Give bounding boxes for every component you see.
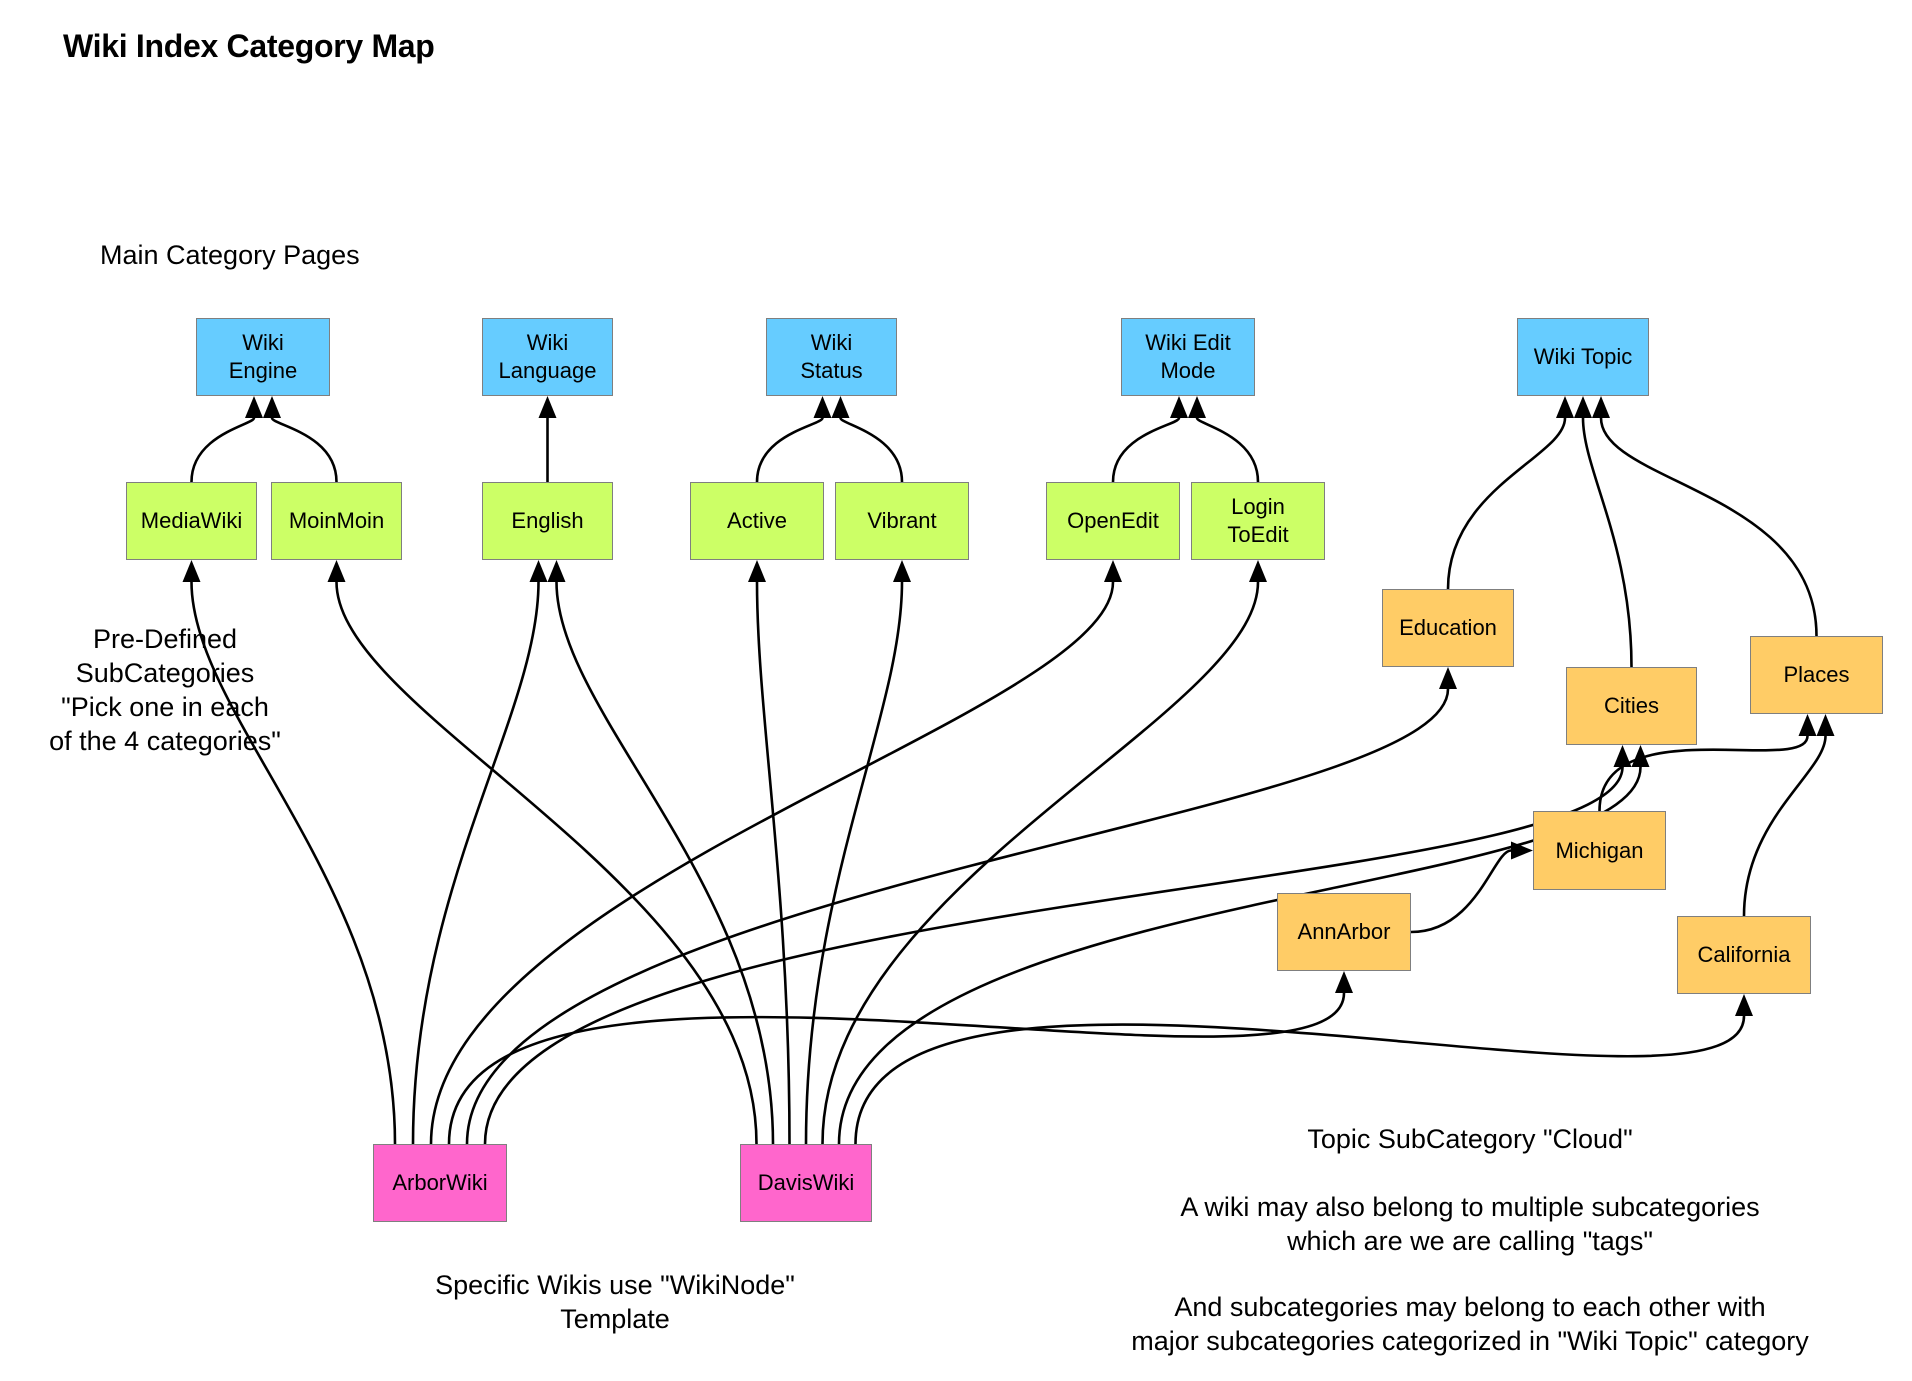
specific-wikis-label: Specific Wikis use "WikiNode" Template [435, 1270, 795, 1334]
category-wiki-engine[interactable]: Wiki Engine [196, 318, 330, 396]
edge-education-to-wiki_topic [1446, 417, 1567, 590]
arrowhead-icon [1188, 396, 1206, 418]
edge-arborwiki-to-education [465, 688, 1450, 1145]
topic-cities[interactable]: Cities [1566, 667, 1697, 745]
arrowhead-icon [1556, 396, 1574, 418]
edge-arborwiki-to-mediawiki [190, 581, 397, 1145]
diagram-title: Wiki Index Category Map [63, 28, 435, 64]
topic-places[interactable]: Places [1750, 636, 1883, 714]
arrowhead-icon [529, 560, 548, 582]
edge-mediawiki-to-wiki_engine [190, 416, 256, 483]
edge-annarbor-to-michigan [1410, 849, 1512, 934]
arrowhead-icon [1249, 560, 1267, 582]
arrowhead-icon [1798, 714, 1817, 736]
arrowhead-icon [547, 560, 566, 582]
category-wiki-status[interactable]: Wiki Status [766, 318, 897, 396]
predefined-subcategories-label: Pre-Defined SubCategories "Pick one in e… [49, 624, 281, 756]
subcategory-english[interactable]: English [482, 482, 613, 560]
category-wiki-edit-mode[interactable]: Wiki Edit Mode [1121, 318, 1255, 396]
edge-logintoedit-to-wiki_edit_mode [1195, 417, 1260, 483]
edge-daviswiki-to-active [755, 581, 791, 1145]
edge-daviswiki-to-logintoedit [821, 581, 1260, 1145]
arrowhead-icon [1631, 745, 1650, 767]
arrowhead-icon [813, 396, 832, 418]
wiki-daviswiki[interactable]: DavisWiki [740, 1144, 872, 1222]
arrowhead-icon [1592, 396, 1610, 418]
edge-places-to-wiki_topic [1599, 417, 1818, 637]
edge-arborwiki-to-english [411, 581, 540, 1145]
topic-california[interactable]: California [1677, 916, 1811, 994]
edge-daviswiki-to-vibrant [804, 581, 904, 1145]
subcategory-moinmoin[interactable]: MoinMoin [271, 482, 402, 560]
topic-michigan[interactable]: Michigan [1533, 811, 1666, 890]
edge-openedit-to-wiki_edit_mode [1111, 417, 1181, 483]
arrowhead-icon [1170, 396, 1188, 418]
category-wiki-language[interactable]: Wiki Language [482, 318, 613, 396]
tags-note-label: A wiki may also belong to multiple subca… [1180, 1192, 1760, 1256]
arrowhead-icon [1104, 560, 1122, 582]
edge-arborwiki-to-cities [483, 766, 1624, 1145]
edge-active-to-wiki_status [755, 417, 824, 483]
topic-cloud-label: Topic SubCategory "Cloud" [1307, 1124, 1633, 1154]
topic-annarbor[interactable]: AnnArbor [1277, 893, 1411, 971]
edge-daviswiki-to-cities [837, 766, 1642, 1145]
arrowhead-icon [182, 560, 201, 582]
arrowhead-icon [1613, 745, 1632, 767]
edge-moinmoin-to-wiki_engine [270, 416, 338, 483]
edge-cities-to-wiki_topic [1581, 417, 1633, 668]
category-wiki-topic[interactable]: Wiki Topic [1517, 318, 1649, 396]
subcategory-vibrant[interactable]: Vibrant [835, 482, 969, 560]
arrowhead-icon [831, 396, 850, 418]
edge-california-to-places [1742, 735, 1827, 917]
nesting-note-label: And subcategories may belong to each oth… [1131, 1292, 1809, 1356]
wiki-arborwiki[interactable]: ArborWiki [373, 1144, 507, 1222]
arrowhead-icon [1574, 396, 1592, 418]
subcategory-mediawiki[interactable]: MediaWiki [126, 482, 257, 560]
edge-arborwiki-to-annarbor [447, 992, 1346, 1145]
arrowhead-icon [1335, 971, 1353, 993]
arrowhead-icon [1816, 714, 1835, 736]
subcategory-active[interactable]: Active [690, 482, 824, 560]
subcategory-openedit[interactable]: OpenEdit [1046, 482, 1180, 560]
arrowhead-icon [327, 560, 346, 582]
arrowhead-icon [1439, 667, 1457, 689]
topic-education[interactable]: Education [1382, 589, 1514, 667]
arrowhead-icon [893, 560, 911, 582]
arrowhead-icon [245, 396, 263, 418]
arrowhead-icon [748, 560, 766, 582]
edge-daviswiki-to-english [555, 581, 775, 1145]
edge-vibrant-to-wiki_status [839, 417, 904, 483]
edge-daviswiki-to-california [854, 1015, 1746, 1145]
arrowhead-icon [263, 396, 281, 418]
main-category-label: Main Category Pages [100, 240, 360, 270]
edge-daviswiki-to-moinmoin [335, 581, 758, 1145]
arrowhead-icon [538, 396, 557, 418]
edge-michigan-to-places [1598, 735, 1809, 812]
subcategory-logintoedit[interactable]: Login ToEdit [1191, 482, 1325, 560]
arrowhead-icon [1735, 994, 1753, 1016]
